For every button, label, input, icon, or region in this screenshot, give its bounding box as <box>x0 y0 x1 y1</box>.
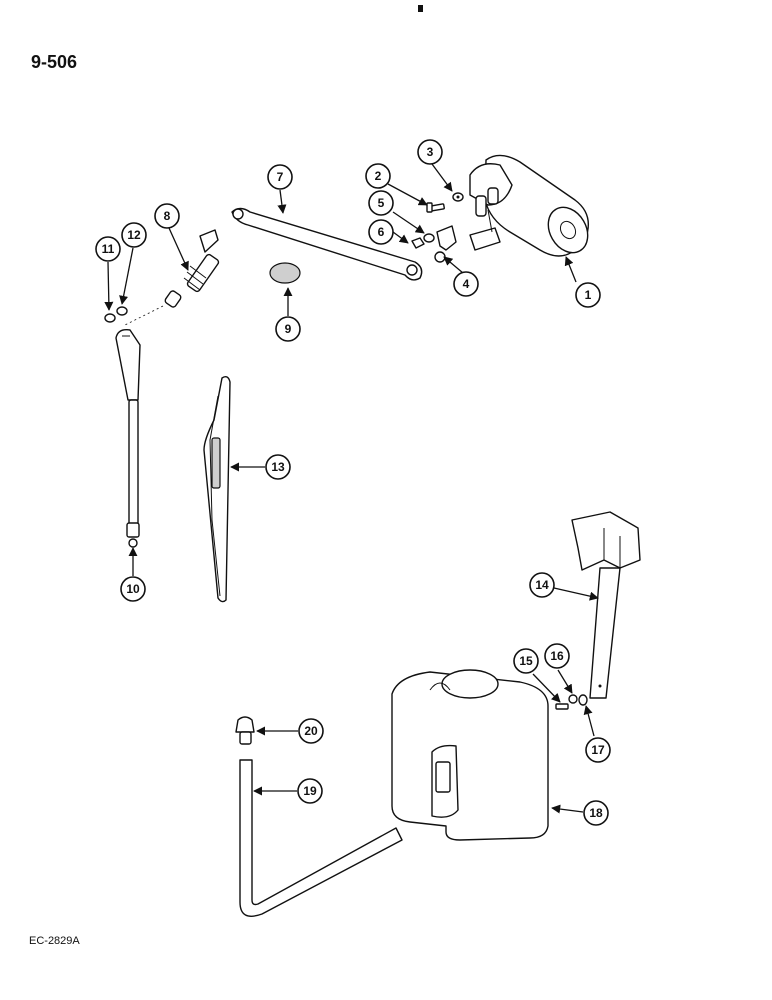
callout-16: 16 <box>544 643 570 669</box>
wiper-spindle <box>124 229 220 326</box>
wiper-arm <box>115 328 141 548</box>
callout-4: 4 <box>453 271 479 297</box>
header-title-fragment <box>414 0 436 12</box>
washer-part-3 <box>452 192 464 202</box>
tank-bracket <box>571 511 641 699</box>
svg-text:14: 14 <box>535 578 549 592</box>
callout-20: 20 <box>298 718 324 744</box>
callout-7: 7 <box>267 164 293 190</box>
callout-11: 11 <box>95 236 121 262</box>
svg-text:13: 13 <box>271 460 285 474</box>
svg-text:4: 4 <box>463 277 470 291</box>
svg-text:12: 12 <box>127 228 141 242</box>
callout-2: 2 <box>365 163 391 189</box>
svg-text:10: 10 <box>126 582 140 596</box>
svg-text:3: 3 <box>427 145 434 159</box>
callout-8: 8 <box>154 203 180 229</box>
washer-hose <box>239 759 403 917</box>
page-number: 9-506 <box>31 52 78 72</box>
washer-reservoir <box>391 669 549 841</box>
callout-9: 9 <box>275 316 301 342</box>
washer-part-12 <box>116 306 128 316</box>
svg-text:15: 15 <box>519 654 533 668</box>
nut-part-11 <box>104 313 116 323</box>
cap-part-9 <box>269 262 301 284</box>
washer-part-16 <box>568 694 578 704</box>
leader-lines <box>104 163 599 814</box>
bolt-part-15 <box>555 703 569 710</box>
washer-part-5 <box>423 233 435 243</box>
figure-code: EC-2829A <box>29 935 80 947</box>
svg-text:20: 20 <box>304 724 318 738</box>
callout-19: 19 <box>297 778 323 804</box>
svg-text:16: 16 <box>550 649 564 663</box>
callout-10: 10 <box>120 576 146 602</box>
wiper-blade <box>203 375 231 603</box>
callout-1: 1 <box>575 282 601 308</box>
callout-14: 14 <box>529 572 555 598</box>
callout-18: 18 <box>583 800 609 826</box>
wiper-motor <box>469 154 589 257</box>
callout-6: 6 <box>368 219 394 245</box>
callout-5: 5 <box>368 190 394 216</box>
svg-text:1: 1 <box>585 288 592 302</box>
bolt-part-2 <box>426 202 445 213</box>
callout-15: 15 <box>513 648 539 674</box>
svg-text:17: 17 <box>591 743 605 757</box>
nut-part-6 <box>411 237 425 249</box>
callout-17: 17 <box>585 737 611 763</box>
svg-text:6: 6 <box>378 225 385 239</box>
washer-part-17 <box>578 694 588 706</box>
svg-text:7: 7 <box>277 170 284 184</box>
svg-text:8: 8 <box>164 209 171 223</box>
callout-3: 3 <box>417 139 443 165</box>
svg-text:5: 5 <box>378 196 385 210</box>
bracket-part-4 <box>434 225 457 263</box>
svg-text:9: 9 <box>285 322 292 336</box>
svg-text:11: 11 <box>102 242 115 256</box>
callout-13: 13 <box>265 454 291 480</box>
callout-12: 12 <box>121 222 147 248</box>
linkage-rod <box>231 207 423 281</box>
svg-text:19: 19 <box>303 784 317 798</box>
washer-nozzle <box>235 716 255 745</box>
svg-text:2: 2 <box>375 169 382 183</box>
svg-text:18: 18 <box>589 806 603 820</box>
